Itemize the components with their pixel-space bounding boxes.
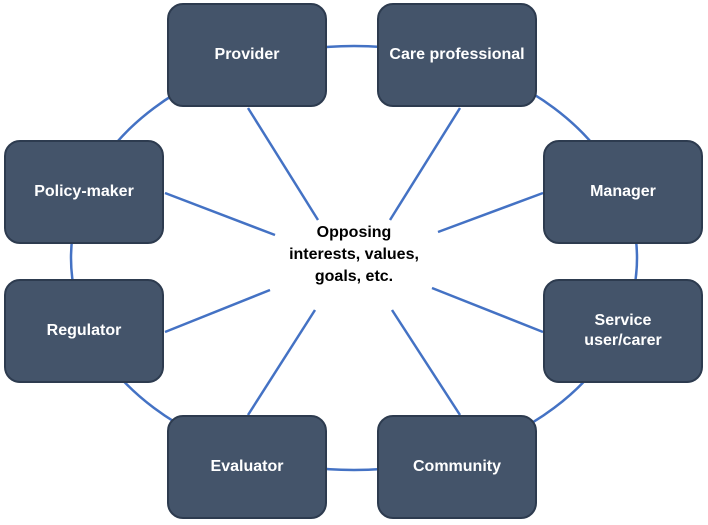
- spoke-evaluator: [246, 309, 317, 416]
- spoke-service-user-carer: [431, 286, 544, 334]
- node-service-user-carer: Service user/carer: [543, 279, 703, 383]
- node-evaluator: Evaluator: [167, 415, 327, 519]
- spoke-manager: [437, 191, 544, 234]
- spoke-care-professional: [388, 107, 462, 221]
- node-provider: Provider: [167, 3, 327, 107]
- ring-connector: [69, 44, 639, 472]
- node-regulator: Regulator: [4, 279, 164, 383]
- spoke-regulator: [164, 288, 271, 334]
- node-policy-maker: Policy-maker: [4, 140, 164, 244]
- center-label: Opposing interests, values, goals, etc.: [289, 224, 419, 285]
- node-manager: Manager: [543, 140, 703, 244]
- node-care-professional: Care professional: [377, 3, 537, 107]
- spoke-community: [390, 309, 462, 416]
- spoke-provider: [246, 107, 320, 221]
- node-community: Community: [377, 415, 537, 519]
- spoke-policy-maker: [164, 191, 276, 237]
